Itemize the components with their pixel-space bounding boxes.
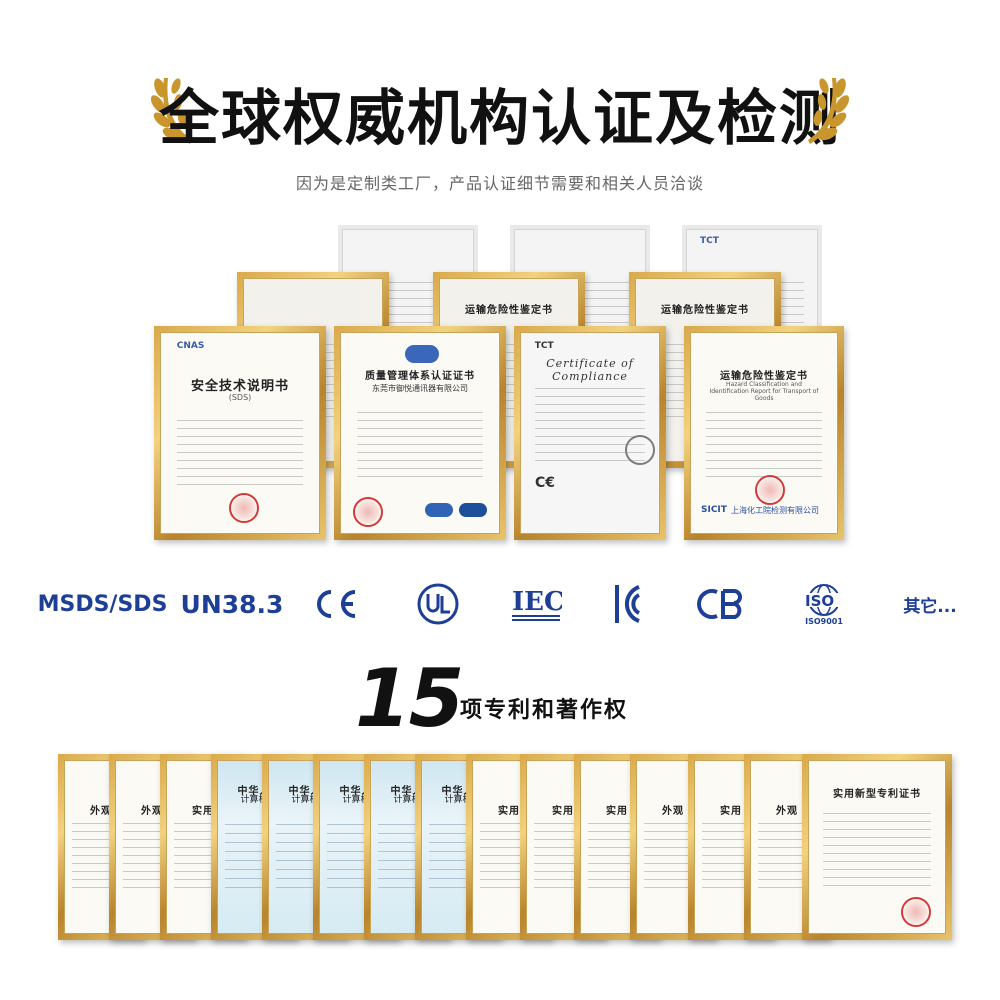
red-seal-icon — [353, 497, 383, 527]
transport-cert-title-2: 运输危险性鉴定书 — [661, 304, 749, 316]
iso-logo-icon: ISO ISO9001 — [792, 578, 856, 630]
kc-logo-icon — [608, 578, 648, 630]
ul-logo-icon — [408, 578, 468, 630]
patent-cert-utility: 实用新型专利证书 — [802, 754, 952, 940]
un383-logo: UN38.3 — [180, 589, 284, 619]
sicit-agency: 上海化工院检测有限公司 — [731, 506, 819, 515]
svg-text:ISO: ISO — [805, 592, 834, 610]
certificate-quality: 质量管理体系认证证书 东莞市御悦通讯器有限公司 — [334, 326, 506, 540]
msds-cert-sub: (SDS) — [228, 393, 252, 402]
iaf-logo-icon — [425, 503, 453, 517]
page-subtitle: 因为是定制类工厂，产品认证细节需要和相关人员洽谈 — [295, 174, 704, 193]
patent-count: 15 — [355, 652, 464, 745]
utility-cert-title: 实用新型专利证书 — [833, 789, 921, 801]
tct-brand-front: TCT — [534, 341, 554, 351]
title-row: 全球权威机构认证及检测 — [0, 62, 1000, 154]
certificate-transport: 运输危险性鉴定书 Hazard Classification and Ident… — [684, 326, 844, 540]
patent-label: 项专利和著作权 — [460, 698, 629, 723]
sicit-label: SICIT — [701, 505, 727, 515]
certificate-msds: CNAS 安全技术说明书 (SDS) — [154, 326, 326, 540]
page-title: 全球权威机构认证及检测 — [159, 84, 841, 154]
certification-logos: MSDS/SDS UN38.3 IEC — [0, 578, 1000, 630]
certificate-compliance: TCT Certificate of Compliance C€ — [514, 326, 666, 540]
ce-logo-icon — [305, 578, 365, 630]
compliance-cert-title: Certificate of Compliance — [546, 357, 634, 383]
laurel-right-icon — [808, 78, 850, 144]
red-seal-icon — [755, 475, 785, 505]
transport-front-en: Hazard Classification and Identification… — [709, 381, 819, 402]
laurel-left-icon — [150, 78, 192, 144]
tct-brand: TCT — [700, 235, 719, 246]
patent-cert-9: 外观 — [744, 754, 830, 940]
transport-front-title: 运输危险性鉴定书 — [720, 371, 808, 382]
tct-stamp-icon — [625, 435, 655, 465]
patents-header: 15 项专利和著作权 — [0, 652, 1000, 745]
other-label: 其它... — [903, 596, 957, 617]
red-seal-icon — [901, 897, 931, 927]
cqc-logo-icon — [405, 345, 439, 363]
red-seal-icon — [229, 493, 259, 523]
quality-cert-title: 质量管理体系认证证书 — [365, 371, 475, 382]
ce-mark-icon: C€ — [535, 475, 556, 491]
quality-cert-company: 东莞市御悦通讯器有限公司 — [372, 384, 468, 393]
cb-logo-icon — [690, 578, 750, 630]
cnas-label: CNAS — [176, 341, 205, 351]
iec-logo-icon: IEC — [508, 578, 564, 630]
svg-text:IEC: IEC — [512, 587, 562, 617]
cnas-logo-icon — [459, 503, 487, 517]
transport-cert-title: 运输危险性鉴定书 — [465, 304, 553, 316]
msds-cert-title: 安全技术说明书 — [190, 379, 289, 394]
iso9001-label: ISO9001 — [805, 616, 843, 626]
msds-logo: MSDS/SDS — [37, 591, 168, 617]
